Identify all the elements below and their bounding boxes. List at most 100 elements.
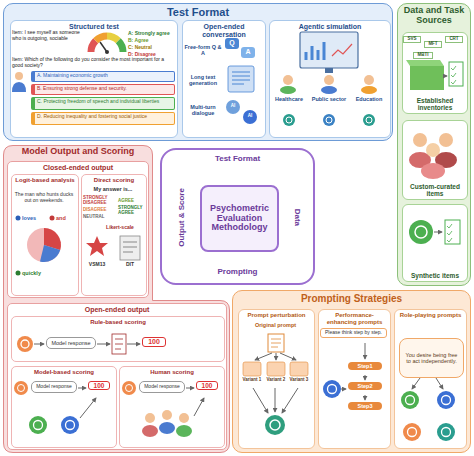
inventory-icons — [434, 232, 442, 233]
simulation-icons — [300, 32, 358, 68]
heading: Direct scoring — [85, 177, 143, 184]
output-icons — [145, 413, 155, 423]
prompt-icons — [408, 428, 417, 437]
label: STRONGLY DISAGREE — [83, 196, 117, 206]
output-icons — [162, 410, 172, 420]
option-band: D. Reducing inequality and fostering soc… — [31, 112, 175, 125]
heading: Prompting — [162, 268, 313, 277]
output-icons — [61, 416, 79, 434]
label: Step1 — [348, 362, 382, 370]
inventory-icons — [413, 133, 427, 147]
label: AI — [244, 114, 256, 119]
inventory-icons — [421, 163, 445, 179]
prompt-icons — [267, 362, 285, 376]
output-icons — [27, 228, 61, 262]
prompt-icons — [328, 385, 337, 394]
heading: Prompt perturbation — [242, 312, 311, 319]
label: Public sector — [309, 96, 349, 102]
label: The man who hunts ducks out on weekends. — [12, 192, 76, 203]
label: Healthcare — [270, 96, 308, 102]
option-text: A. Maintaining economic growth — [37, 73, 172, 79]
prompt-icons — [268, 334, 284, 352]
output-icons — [14, 216, 204, 438]
simulation-icons — [325, 68, 333, 73]
label: NEUTRAL — [83, 215, 117, 220]
prompt-icons — [255, 353, 272, 360]
simulation-icons — [286, 117, 292, 123]
label: VSM13 — [83, 262, 111, 268]
gauge-icon — [96, 36, 107, 41]
label: Long text generation — [183, 74, 223, 86]
simulation-icons — [283, 114, 295, 126]
heading: Closed-ended output — [11, 164, 145, 172]
chat-icons — [243, 110, 257, 124]
label: Step2 — [348, 382, 382, 390]
label: Original prompt — [239, 322, 312, 328]
output-icons — [40, 245, 60, 262]
label: Model response — [139, 381, 185, 393]
label: 100 — [88, 381, 110, 390]
simulation-icons — [363, 114, 375, 126]
simulation-icons — [283, 75, 293, 85]
inventory-icons — [426, 143, 440, 157]
heading: Psychometric Evaluation Methodology — [205, 204, 274, 234]
heading: Human scoring — [123, 369, 221, 376]
prompt-icons — [280, 353, 296, 360]
output-icons — [126, 385, 133, 392]
simulation-icons — [326, 117, 332, 123]
output-icons — [186, 388, 194, 389]
output-icons — [17, 336, 33, 352]
prompt-icons — [442, 396, 451, 405]
output-icons — [142, 425, 158, 437]
label: Model response — [31, 381, 77, 393]
prompt-icons — [401, 391, 419, 409]
gauge-icon — [91, 41, 96, 52]
output-icons — [176, 425, 192, 437]
person-icon — [12, 72, 26, 92]
heading: Agentic simulation — [273, 23, 387, 31]
heading: Prompting Strategies — [236, 293, 467, 304]
option-text: C. Protecting freedom of speech and indi… — [37, 99, 172, 105]
chat-icons — [225, 38, 257, 124]
output-icons — [18, 385, 25, 392]
simulation-icons — [364, 75, 374, 85]
inventory-icons — [409, 220, 433, 244]
output-icons — [78, 388, 86, 389]
prompt-icons — [403, 423, 421, 441]
prompt-icons — [365, 395, 366, 400]
option-band: A. Maintaining economic growth — [31, 71, 175, 82]
output-icons — [34, 344, 44, 345]
center-frame: Test FormatDataPromptingOutput & ScorePs… — [160, 148, 315, 285]
simulation-icons — [323, 114, 335, 126]
label: Variant 2 — [264, 378, 288, 383]
prompt-icons — [243, 334, 455, 441]
label: Variant 1 — [240, 378, 264, 383]
label: DISAGREE — [83, 208, 117, 213]
gauge-icon — [107, 36, 118, 41]
prompt-icons — [290, 362, 308, 376]
output-icons — [97, 344, 110, 345]
inventory-icons — [439, 133, 453, 147]
gauge-icon — [118, 41, 123, 52]
label: MFT — [424, 41, 442, 48]
label: SVS — [403, 36, 421, 43]
chat-icons — [241, 47, 255, 58]
label: Please think step by step. — [320, 328, 387, 338]
heading: Logit-based analysis — [15, 177, 75, 184]
output-icons — [50, 216, 55, 221]
label: 100 — [196, 381, 218, 390]
inventory-icons — [451, 66, 456, 84]
output-icons — [86, 236, 108, 256]
scoring-box: Model-based scoring — [11, 366, 117, 448]
label: Free-form Q & A — [183, 44, 223, 56]
prompt-icons — [265, 415, 285, 435]
label: MBTI — [413, 52, 433, 59]
label: A — [241, 48, 255, 56]
option-text: D. Reducing inequality and fostering soc… — [37, 114, 172, 120]
label: C: Neutral — [128, 45, 174, 51]
heading: Model-based scoring — [15, 369, 113, 376]
prompt-icons — [341, 389, 346, 390]
inventory-icons — [449, 62, 463, 86]
chat-icons — [228, 66, 254, 92]
prompt-icons — [437, 423, 455, 441]
